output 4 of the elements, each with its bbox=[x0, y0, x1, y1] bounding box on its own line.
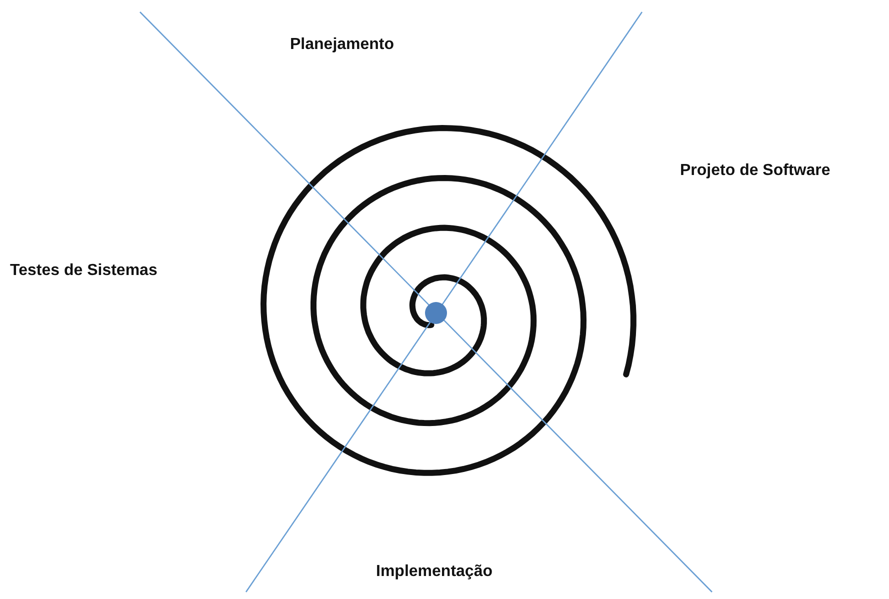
phase-label: Implementação bbox=[376, 563, 492, 581]
phase-label: Planejamento bbox=[290, 36, 394, 54]
phase-label: Testes de Sistemas bbox=[10, 262, 158, 280]
phase-label: Projeto de Software bbox=[680, 162, 830, 180]
